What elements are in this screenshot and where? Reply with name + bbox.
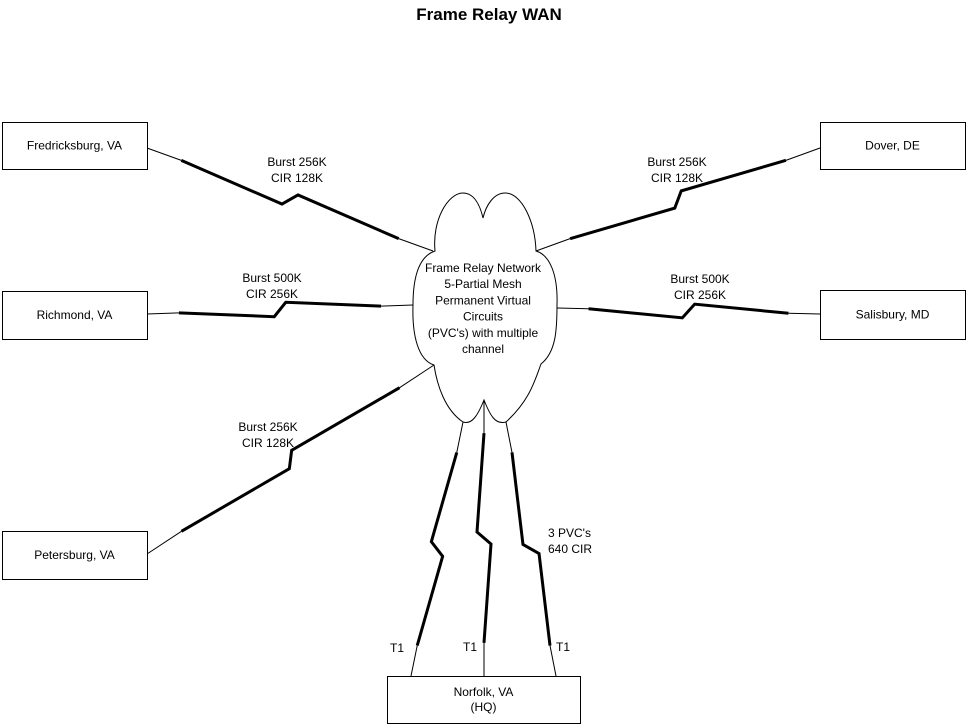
site-name: (HQ) — [471, 700, 497, 714]
link-line — [535, 238, 571, 252]
hq-pvc-annotation: 3 PVC's 640 CIR — [548, 526, 592, 556]
cloud-text-line: 5-Partial Mesh — [444, 277, 521, 291]
site-name: Richmond, VA — [37, 308, 113, 322]
cloud-text-line: Circuits — [463, 310, 503, 324]
site-box — [820, 122, 966, 170]
site-richmond: Richmond, VA — [2, 291, 148, 340]
link-label-petersburg: Burst 256K CIR 128K — [238, 420, 297, 450]
link-label-line: Burst 256K — [238, 420, 297, 434]
cloud-text-line: Permanent Virtual — [435, 293, 531, 307]
lightning-link-icon — [180, 386, 401, 533]
lightning-link-icon — [475, 433, 493, 643]
cloud-text-line: channel — [462, 342, 504, 356]
annotation-line: 3 PVC's — [548, 526, 591, 540]
annotation-line: 640 CIR — [548, 542, 592, 556]
link-line — [381, 304, 414, 307]
cloud-label: Frame Relay Network 5-Partial MeshPermane… — [425, 261, 542, 356]
link-label-line: CIR 128K — [271, 171, 323, 185]
site-name: Dover, DE — [865, 139, 920, 153]
site-norfolk: Norfolk, VA(HQ) — [387, 676, 581, 724]
link-label-line: Burst 256K — [267, 155, 326, 169]
link-label-line: Burst 500K — [670, 272, 729, 286]
link-label-line: Burst 500K — [242, 271, 301, 285]
link-line — [146, 312, 179, 315]
link-label-line: T1 — [556, 640, 570, 654]
link-line — [410, 645, 418, 677]
link-line — [788, 312, 821, 315]
link-label-richmond: Burst 500K CIR 256K — [242, 271, 301, 301]
site-box — [387, 676, 581, 724]
link-label-dover: Burst 256K CIR 128K — [647, 155, 706, 185]
site-box — [2, 291, 148, 340]
lightning-link-icon — [588, 302, 789, 320]
link-label-norfolk: T1 — [556, 640, 570, 654]
link-label-norfolk: T1 — [390, 641, 404, 655]
link-label-line: T1 — [463, 640, 477, 654]
site-name: Fredricksburg, VA — [27, 139, 122, 153]
link-label-line: T1 — [390, 641, 404, 655]
link-line — [785, 147, 821, 161]
site-salisbury: Salisbury, MD — [820, 290, 966, 340]
site-name: Norfolk, VA — [454, 685, 514, 699]
link-label-fredricksburg: Burst 256K CIR 128K — [267, 155, 326, 185]
site-petersburg: Petersburg, VA — [2, 531, 148, 580]
site-box — [2, 122, 148, 170]
lightning-link-icon — [178, 300, 382, 319]
link-line — [549, 645, 557, 677]
link-line — [556, 307, 589, 310]
lightning-link-icon — [180, 158, 400, 241]
site-fredricksburg: Fredricksburg, VA — [2, 122, 148, 170]
link-label-line: CIR 128K — [242, 436, 294, 450]
site-name: Salisbury, MD — [856, 308, 930, 322]
lightning-link-icon — [569, 158, 787, 241]
link-label-norfolk: T1 — [463, 640, 477, 654]
site-name: Petersburg, VA — [34, 548, 114, 562]
link-line — [456, 421, 464, 453]
link-label-line: Burst 256K — [647, 155, 706, 169]
link-label-line: CIR 256K — [674, 288, 726, 302]
link-line — [146, 147, 182, 161]
lightning-link-icon — [415, 452, 459, 646]
diagram-title: Frame Relay WAN — [416, 5, 562, 24]
site-box — [820, 290, 966, 340]
link-label-line: CIR 128K — [651, 171, 703, 185]
link-line — [146, 530, 182, 555]
link-label-line: CIR 256K — [246, 287, 298, 301]
cloud-text-line: (PVC's) with multiple — [428, 326, 539, 340]
site-dover: Dover, DE — [820, 122, 966, 170]
link-line — [398, 238, 434, 252]
frame-relay-cloud — [412, 192, 558, 424]
cloud-text-line: Frame Relay Network — [425, 261, 542, 275]
link-label-salisbury: Burst 500K CIR 256K — [670, 272, 729, 302]
link-line — [399, 364, 435, 389]
site-box — [2, 531, 148, 580]
link-line — [505, 421, 513, 453]
sites-layer: Fredricksburg, VA Richmond, VA Petersburg,… — [2, 122, 966, 724]
lightning-link-icon — [510, 452, 552, 646]
links-layer — [146, 147, 821, 677]
